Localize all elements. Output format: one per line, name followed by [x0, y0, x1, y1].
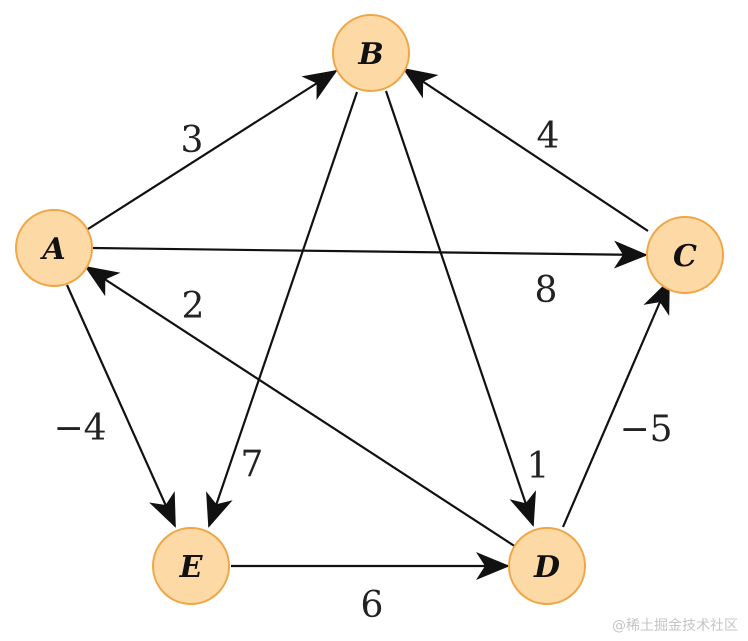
node-c-label: C: [673, 239, 697, 274]
node-a-label: A: [39, 232, 65, 267]
node-e-label: E: [179, 550, 204, 585]
node-a-circle: [15, 209, 93, 287]
weight-c-b: 4: [537, 116, 560, 157]
node-e-circle: [152, 527, 230, 605]
weight-a-c: 8: [535, 270, 558, 311]
weight-e-d: 6: [361, 585, 384, 626]
weight-a-b: 3: [181, 120, 204, 161]
edge-weights: 3 8 −4 7 1 4 2 −5 6: [53, 116, 672, 626]
node-b-label: B: [357, 37, 383, 72]
node-c: C: [646, 216, 724, 294]
weight-d-a: 2: [182, 286, 205, 327]
weight-b-d: 1: [527, 446, 550, 487]
node-d: D: [508, 527, 586, 605]
edge-b-e: [206, 91, 359, 528]
watermark-text: @稀土掘金技术社区: [612, 618, 738, 634]
weight-a-e: −4: [53, 408, 106, 449]
weight-b-e: 7: [241, 444, 264, 485]
node-d-label: D: [533, 550, 560, 585]
edge-d-c: [561, 279, 671, 528]
edge-a-e: [65, 284, 177, 528]
node-d-circle: [508, 527, 586, 605]
edges: [65, 67, 671, 580]
node-a: A: [15, 209, 93, 287]
node-c-circle: [646, 216, 724, 294]
node-b-circle: [332, 14, 410, 92]
edge-b-d: [384, 90, 536, 527]
node-b: B: [332, 14, 410, 92]
edge-a-c: [92, 240, 648, 269]
weight-d-c: −5: [619, 409, 672, 450]
edge-c-b: [402, 67, 649, 232]
node-e: E: [152, 527, 230, 605]
edge-d-a: [84, 265, 517, 548]
edge-a-b: [87, 69, 338, 230]
